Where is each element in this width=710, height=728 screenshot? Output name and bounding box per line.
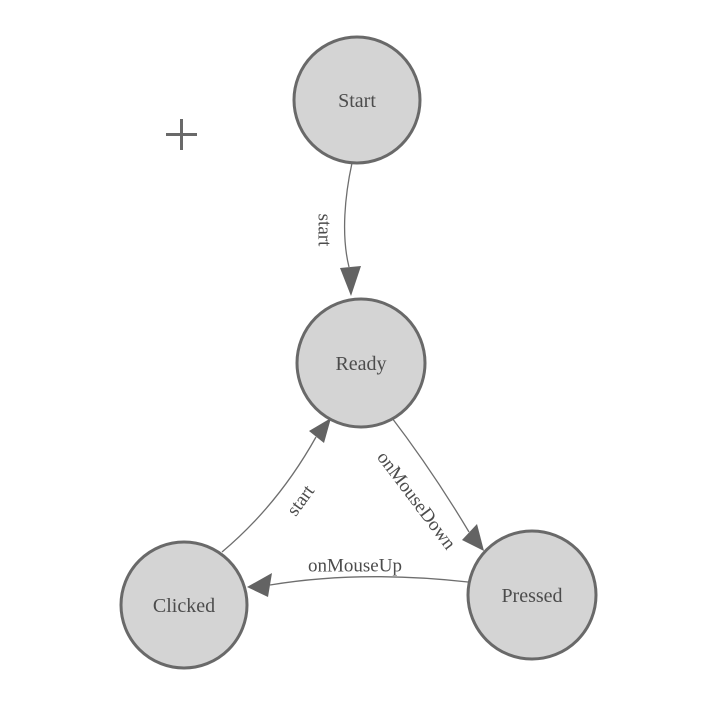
arrowhead-icon [462,524,484,551]
plus-cursor-icon [166,119,197,150]
node-ready[interactable]: Ready [295,297,427,429]
edge-line[interactable] [221,436,317,553]
node-label-start: Start [338,90,376,112]
node-circle [295,297,427,429]
node-circle [119,540,249,670]
node-circle [292,35,422,165]
node-clicked[interactable]: Clicked [119,540,249,670]
node-label-ready: Ready [335,353,386,375]
edge-clicked-to-ready[interactable]: start [221,418,331,553]
node-label-pressed: Pressed [501,585,562,607]
node-start[interactable]: Start [292,35,422,165]
edge-label-ready-to-pressed: onMouseDown [372,448,460,555]
arrowhead-icon [309,418,331,443]
edge-line[interactable] [343,162,353,268]
node-pressed[interactable]: Pressed [466,529,598,661]
edge-label-clicked-to-ready: start [283,481,320,520]
edge-start-to-ready[interactable]: start [313,162,361,296]
arrowhead-icon [247,573,272,597]
edge-label-start-to-ready: start [313,214,334,247]
node-label-clicked: Clicked [153,595,215,617]
edge-line[interactable] [269,576,469,586]
node-circle [466,529,598,661]
nodes-layer: Start Ready Clicked Pressed [119,35,598,670]
edge-pressed-to-clicked[interactable]: onMouseUp [247,556,469,597]
arrowhead-icon [340,266,361,296]
edge-line[interactable] [388,413,470,533]
edge-label-pressed-to-clicked: onMouseUp [308,556,402,577]
edge-ready-to-pressed[interactable]: onMouseDown [372,413,484,555]
